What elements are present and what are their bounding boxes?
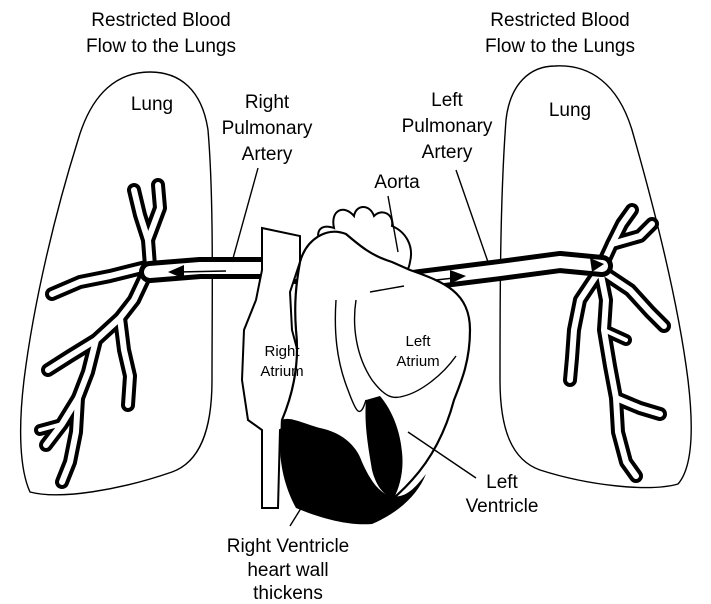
left-ventricle-label-line2: Ventricle	[466, 496, 539, 517]
left-pulmonary-leader	[456, 170, 488, 262]
right-ventricle-label-line3: thickens	[253, 583, 323, 604]
left-title-line1: Restricted Blood	[91, 10, 230, 31]
right-ventricle-label-line2: heart wall	[247, 560, 328, 581]
right-title-line2: Flow to the Lungs	[485, 36, 635, 57]
right-lung-label: Lung	[549, 100, 591, 121]
aorta-label: Aorta	[374, 172, 420, 193]
right-lung-vessels	[570, 210, 664, 476]
left-title-line2: Flow to the Lungs	[86, 36, 236, 57]
left-pulmonary-label-line2: Pulmonary	[402, 116, 493, 137]
right-atrium-label-line1: Right	[264, 343, 300, 360]
right-title-line1: Restricted Blood	[490, 10, 629, 31]
right-pulmonary-label-line3: Artery	[242, 144, 293, 165]
left-pulmonary-label-line1: Left	[431, 90, 463, 111]
left-atrium-label-line2: Atrium	[396, 353, 439, 370]
left-lung-label: Lung	[131, 94, 173, 115]
right-pulmonary-leader	[232, 168, 258, 262]
right-ventricle-label-line1: Right Ventricle	[227, 536, 350, 557]
right-atrium-label-line2: Atrium	[260, 363, 303, 380]
left-lung-vessels	[40, 185, 160, 482]
right-pulmonary-label-line2: Pulmonary	[222, 118, 313, 139]
left-pulmonary-label-line3: Artery	[422, 142, 473, 163]
right-pulmonary-label-line1: Right	[245, 92, 290, 113]
left-ventricle-label-line1: Left	[486, 472, 518, 493]
left-atrium-label-line1: Left	[405, 333, 431, 350]
